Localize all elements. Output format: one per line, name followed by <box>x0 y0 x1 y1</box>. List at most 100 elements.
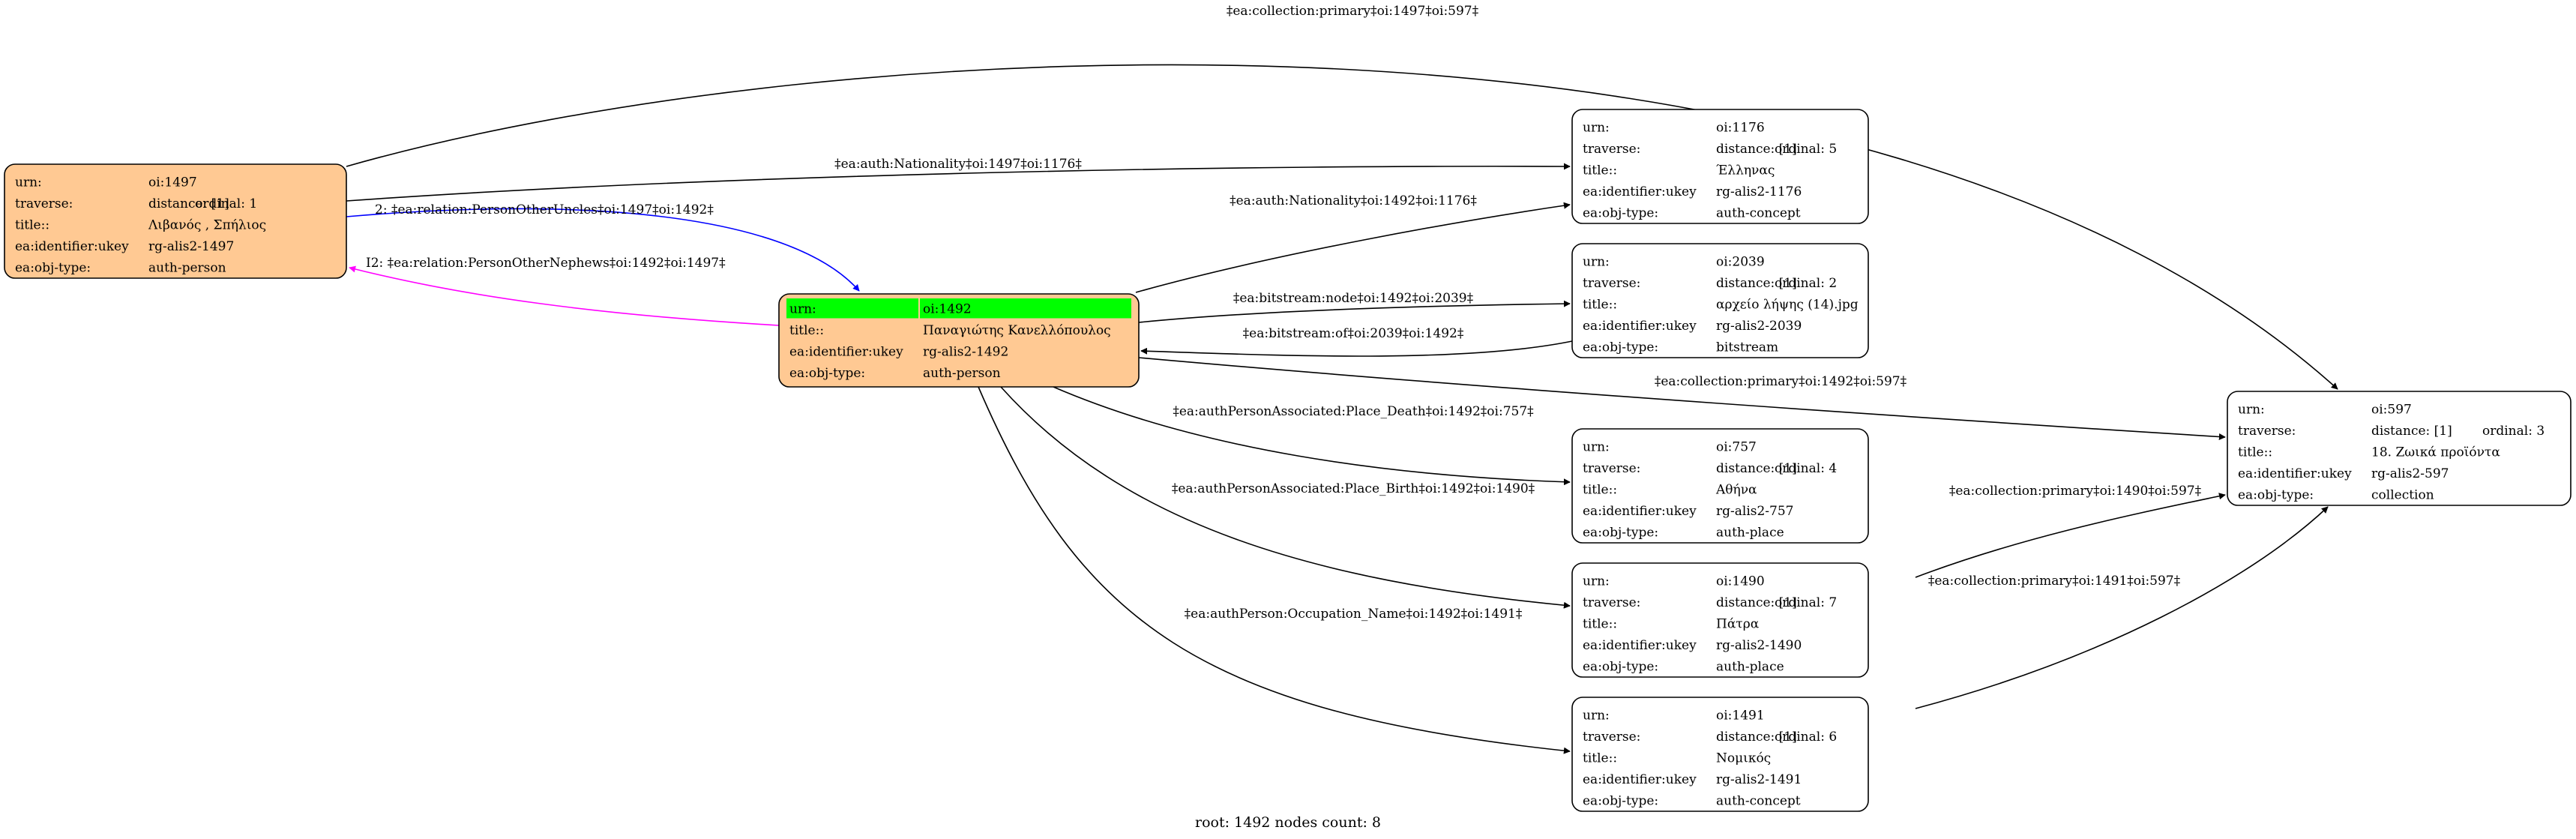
field-label-ukey: ea:identifier:ukey <box>1583 504 1697 519</box>
field-label-ukey: ea:identifier:ukey <box>1583 638 1697 653</box>
field-value-traverse: distance: [1] <box>2371 424 2452 439</box>
field-label-urn: urn: <box>1583 255 1610 270</box>
field-value-urn: oi:2039 <box>1716 255 1765 270</box>
edge-line <box>346 163 1571 202</box>
edge-label: ‡ea:authPersonAssociated:Place_Death‡oi:… <box>1173 404 1534 419</box>
field-label-title: title:: <box>1583 298 1617 313</box>
field-value-type: auth-place <box>1716 660 1784 675</box>
field-label-ukey: ea:identifier:ukey <box>1583 772 1697 787</box>
field-label-title: title:: <box>1583 163 1617 178</box>
edge-e12: ‡ea:collection:primary‡oi:1490‡oi:597‡ <box>1915 484 2226 578</box>
field-value-ordinal: ordinal: 4 <box>1775 461 1837 476</box>
edge-label: I2: ‡ea:relation:PersonOtherNephews‡oi:1… <box>366 256 726 271</box>
edge-label: ‡ea:collection:primary‡oi:1490‡oi:597‡ <box>1949 484 2202 499</box>
field-value-traverse: distance: [1] <box>148 196 229 211</box>
field-label-traverse: traverse: <box>1583 595 1640 610</box>
field-value-ukey: rg-alis2-1176 <box>1716 184 1802 199</box>
graph-footer: root: 1492 nodes count: 8 <box>1195 814 1381 831</box>
edge-label: ‡ea:bitstream:node‡oi:1492‡oi:2039‡ <box>1233 291 1474 306</box>
field-label-type: ea:obj-type: <box>1583 206 1658 221</box>
field-label-title: title:: <box>15 218 49 233</box>
field-value-ukey: rg-alis2-597 <box>2371 466 2449 481</box>
edge-line <box>346 64 2338 390</box>
field-value-ordinal: ordinal: 1 <box>195 196 257 211</box>
field-label-type: ea:obj-type: <box>1583 340 1658 355</box>
field-label-urn: urn: <box>789 301 816 316</box>
edge-label: ‡ea:auth:Nationality‡oi:1492‡oi:1176‡ <box>1230 193 1477 208</box>
field-value-urn: oi:757 <box>1716 440 1757 455</box>
field-value-type: collection <box>2371 488 2434 503</box>
field-label-urn: urn: <box>1583 440 1610 455</box>
edge-line <box>1138 357 2226 440</box>
node-box <box>1571 428 1869 544</box>
field-value-title: Αθήνα <box>1715 483 1757 498</box>
field-label-ukey: ea:identifier:ukey <box>2238 466 2352 481</box>
field-value-title: αρχείο λήψης (14).jpg <box>1716 298 1859 313</box>
field-value-traverse: distance: [1] <box>1716 276 1797 291</box>
field-label-urn: urn: <box>2238 403 2265 418</box>
edge-label: 2: ‡ea:relation:PersonOtherUncles‡oi:149… <box>375 202 714 217</box>
field-value-type: auth-place <box>1716 526 1784 541</box>
field-value-urn: oi:1492 <box>923 301 972 316</box>
edge-e3: 2: ‡ea:relation:PersonOtherUncles‡oi:149… <box>346 202 860 292</box>
node-box <box>1571 697 1869 812</box>
field-value-type: auth-person <box>148 261 226 276</box>
edge-e13: ‡ea:collection:primary‡oi:1491‡oi:597‡ <box>1915 506 2329 709</box>
edge-e7: ‡ea:bitstream:of‡oi:2039‡oi:1492‡ <box>1140 326 1573 357</box>
edge-e6: ‡ea:bitstream:node‡oi:1492‡oi:2039‡ <box>1138 291 1571 323</box>
field-value-ukey: rg-alis2-757 <box>1716 504 1794 519</box>
edge-line <box>1915 506 2329 709</box>
field-value-traverse: distance: [1] <box>1716 461 1797 476</box>
field-value-ukey: rg-alis2-1497 <box>148 239 234 254</box>
field-value-ordinal: ordinal: 3 <box>2482 424 2545 439</box>
node-box <box>2227 391 2572 506</box>
edge-label: ‡ea:collection:primary‡oi:1491‡oi:597‡ <box>1928 574 2181 589</box>
field-label-traverse: traverse: <box>15 196 73 211</box>
edge-line <box>1140 340 1573 357</box>
field-label-urn: urn: <box>1583 709 1610 724</box>
field-value-title: Παναγιώτης Κανελλόπουλος <box>923 323 1111 338</box>
edge-line <box>346 208 860 292</box>
edge-layer: ‡ea:collection:primary‡oi:1497‡oi:597‡‡e… <box>346 4 2338 754</box>
field-value-ukey: rg-alis2-1490 <box>1716 638 1802 653</box>
field-label-title: title:: <box>1583 617 1617 632</box>
field-value-traverse: distance: [1] <box>1716 730 1797 745</box>
field-value-ukey: rg-alis2-1492 <box>923 344 1008 359</box>
edge-e10: ‡ea:authPersonAssociated:Place_Birth‡oi:… <box>1000 386 1571 609</box>
edge-e4: I2: ‡ea:relation:PersonOtherNephews‡oi:1… <box>349 256 780 326</box>
field-value-urn: oi:1176 <box>1716 121 1765 136</box>
edge-e2: ‡ea:auth:Nationality‡oi:1497‡oi:1176‡ <box>346 157 1571 202</box>
edge-line <box>349 265 780 326</box>
field-value-urn: oi:1490 <box>1716 574 1765 589</box>
edge-label: ‡ea:bitstream:of‡oi:2039‡oi:1492‡ <box>1243 326 1464 341</box>
field-value-type: auth-concept <box>1716 794 1801 809</box>
field-label-ukey: ea:identifier:ukey <box>1583 184 1697 199</box>
field-value-urn: oi:1491 <box>1716 709 1765 724</box>
field-label-title: title:: <box>2238 445 2272 460</box>
edge-e5: ‡ea:auth:Nationality‡oi:1492‡oi:1176‡ <box>1135 193 1571 293</box>
edge-line <box>1053 386 1571 486</box>
field-label-traverse: traverse: <box>2238 424 2296 439</box>
urn-value-highlight <box>920 298 1131 319</box>
field-value-type: auth-concept <box>1716 206 1801 221</box>
field-label-urn: urn: <box>1583 574 1610 589</box>
field-value-urn: oi:1497 <box>148 175 197 190</box>
edge-line <box>1000 386 1571 609</box>
field-label-title: title:: <box>789 323 824 338</box>
field-label-type: ea:obj-type: <box>15 261 91 276</box>
field-label-type: ea:obj-type: <box>1583 794 1658 809</box>
field-label-ukey: ea:identifier:ukey <box>15 239 129 254</box>
edge-label: ‡ea:collection:primary‡oi:1492‡oi:597‡ <box>1655 374 1907 389</box>
field-label-ukey: ea:identifier:ukey <box>789 344 903 359</box>
edge-line <box>1138 300 1571 323</box>
